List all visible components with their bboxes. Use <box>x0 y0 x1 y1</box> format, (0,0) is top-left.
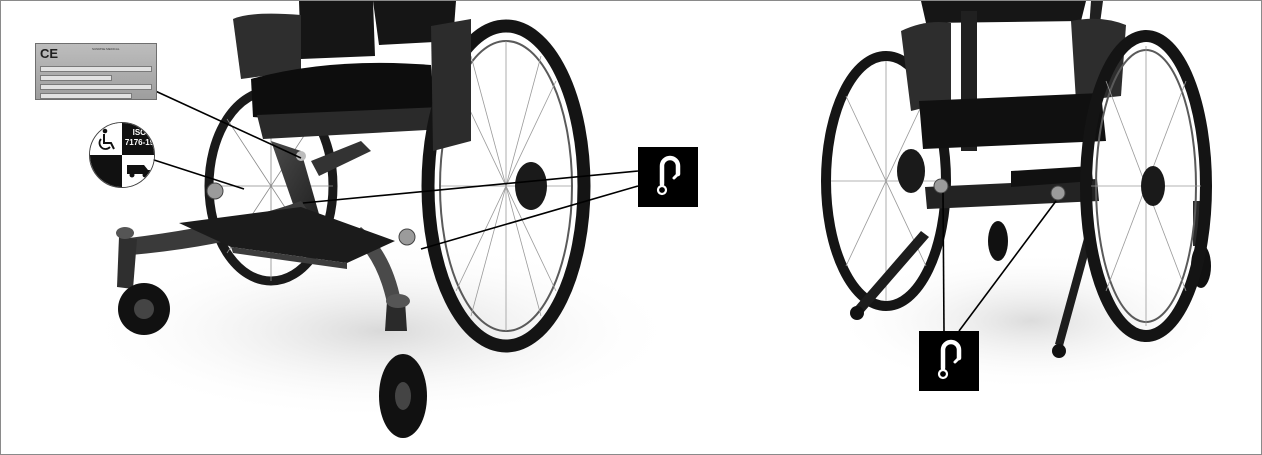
side-guard-left <box>233 14 301 79</box>
caster-hub-left <box>134 299 154 319</box>
iso-quadrant <box>90 155 122 187</box>
ce-mark: CE <box>40 46 58 61</box>
wheelchair-icon <box>90 123 122 155</box>
frame-brace <box>311 141 371 176</box>
backrest-left <box>299 1 375 59</box>
label-row <box>40 75 112 81</box>
iso-label-line2: 7176-19 <box>123 138 155 148</box>
label-row <box>40 66 152 72</box>
rear-hub-right <box>515 162 547 210</box>
rear-hub-right <box>1141 166 1165 206</box>
tiedown-hook-icon <box>929 338 969 384</box>
wheelchair-rear-view <box>801 1 1261 454</box>
side-guard-left <box>901 22 951 111</box>
seat-base <box>919 93 1106 149</box>
tiedown-bracket-rear-left <box>934 179 948 193</box>
caster-cap-right <box>386 294 410 308</box>
side-guard-right <box>431 19 471 151</box>
wheelchair-rear-drawing <box>801 1 1261 454</box>
caster-hub-right <box>395 382 411 410</box>
label-row <box>40 93 132 99</box>
identification-label: CE SUNRISE MEDICAL <box>35 43 157 100</box>
rear-hub-left <box>897 149 925 193</box>
tiedown-bracket-front-right <box>399 229 415 245</box>
backrest <box>921 1 1086 23</box>
tiedown-symbol-front <box>638 147 698 207</box>
anti-tipper-left-wheel <box>850 306 864 320</box>
tiedown-hook-icon <box>648 154 688 200</box>
tiedown-bracket-rear-right <box>1051 186 1065 200</box>
label-row <box>40 84 152 90</box>
anti-tipper-right-wheel <box>1052 344 1066 358</box>
caster-wheel-left <box>988 221 1008 261</box>
car-icon <box>122 155 154 187</box>
tiedown-symbol-rear <box>919 331 979 391</box>
tiedown-bracket-rear-left <box>207 183 223 199</box>
manufacturer-text: SUNRISE MEDICAL <box>92 47 148 51</box>
iso-standard-text: ISO 7176-19 <box>123 128 155 148</box>
iso-transit-label: ISO 7176-19 <box>89 122 155 188</box>
caster-cap-left <box>116 227 134 239</box>
iso-label-line1: ISO <box>123 128 155 138</box>
wheelchair-front-view: CE SUNRISE MEDICAL <box>1 1 701 454</box>
